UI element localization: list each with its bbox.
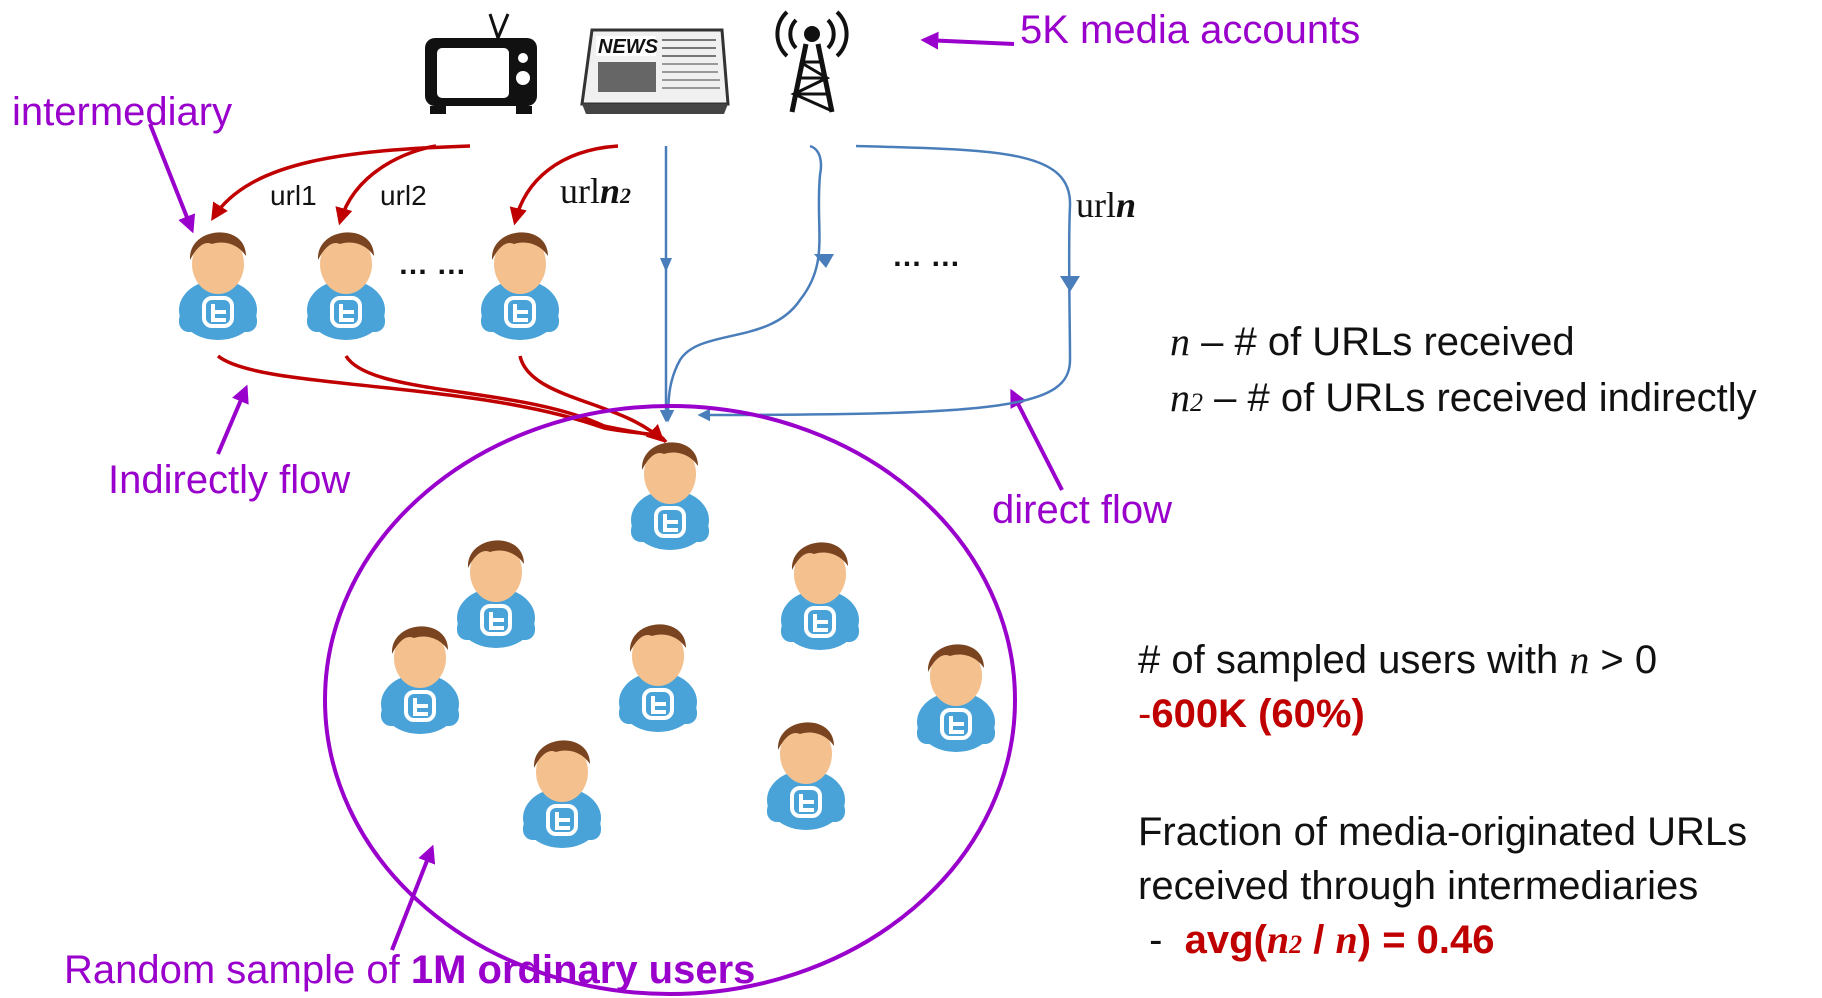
- direct-flow-label: direct flow: [992, 488, 1173, 532]
- sample-ellipse: [323, 404, 1017, 996]
- legend-n: n – # of URLs received: [1170, 319, 1575, 364]
- intermediary-arrow: [148, 123, 196, 234]
- tv-icon: [425, 13, 537, 114]
- sample-label-bold: 1M ordinary users: [410, 948, 756, 992]
- sampled-users-value: -600K (60%): [1138, 692, 1365, 736]
- urln-label: urln: [1076, 185, 1137, 225]
- sampled-user-icon: [379, 624, 461, 736]
- intermediary-user-icon: [177, 230, 259, 342]
- fraction-line-1: Fraction of media-originated URLs: [1138, 810, 1748, 854]
- sample-label-prefix: Random sample of: [64, 948, 411, 992]
- indirect-flow-arrow: [216, 384, 249, 455]
- media-accounts-label: 5K media accounts: [1020, 8, 1361, 52]
- sampled-users-stat: # of sampled users with n > 0: [1138, 637, 1658, 682]
- legend-n2: n2 – # of URLs received indirectly: [1170, 375, 1757, 420]
- indirect-flow-label: Indirectly flow: [108, 458, 351, 502]
- direct-ellipsis: … …: [892, 240, 961, 273]
- intermediary-ellipsis: … …: [398, 248, 467, 281]
- sampled-user-icon: [915, 642, 997, 754]
- fraction-line-2: received through intermediaries: [1138, 864, 1699, 908]
- indirect-flow-2: [344, 355, 668, 444]
- sample-label: Random sample of 1M ordinary users: [64, 948, 755, 993]
- direct-flow-arrow: [1010, 388, 1064, 491]
- indirect-flow-3: [518, 355, 665, 443]
- direct-flow-line-2: [661, 144, 823, 423]
- media-label-arrow: [920, 31, 1015, 50]
- url1-label: url1: [270, 180, 317, 211]
- urln2-arrow: [509, 144, 619, 226]
- url2-label: url2: [380, 180, 427, 211]
- sampled-user-icon: [617, 622, 699, 734]
- avg-stat: - avg(n2 / n) = 0.46: [1138, 917, 1495, 962]
- news-text: NEWS: [598, 36, 659, 58]
- intermediary-user-icon: [305, 230, 387, 342]
- urln2-label: urln2: [560, 171, 632, 211]
- target-user-icon: [629, 440, 711, 552]
- broadcast-tower-icon: [775, 10, 849, 113]
- indirect-flow-1: [216, 354, 666, 442]
- sampled-user-icon: [455, 538, 537, 650]
- sampled-user-icon: [521, 738, 603, 850]
- url1-arrow: [211, 144, 471, 221]
- sampled-user-icon: [765, 720, 847, 832]
- newspaper-icon: NEWS: [580, 28, 730, 114]
- intermediary-label: intermediary: [12, 90, 233, 134]
- sample-arrow: [390, 844, 436, 951]
- sampled-user-icon: [779, 540, 861, 652]
- direct-flow-line-3: [697, 144, 1072, 422]
- url2-arrow: [335, 144, 437, 226]
- intermediary-user-icon: [479, 230, 561, 342]
